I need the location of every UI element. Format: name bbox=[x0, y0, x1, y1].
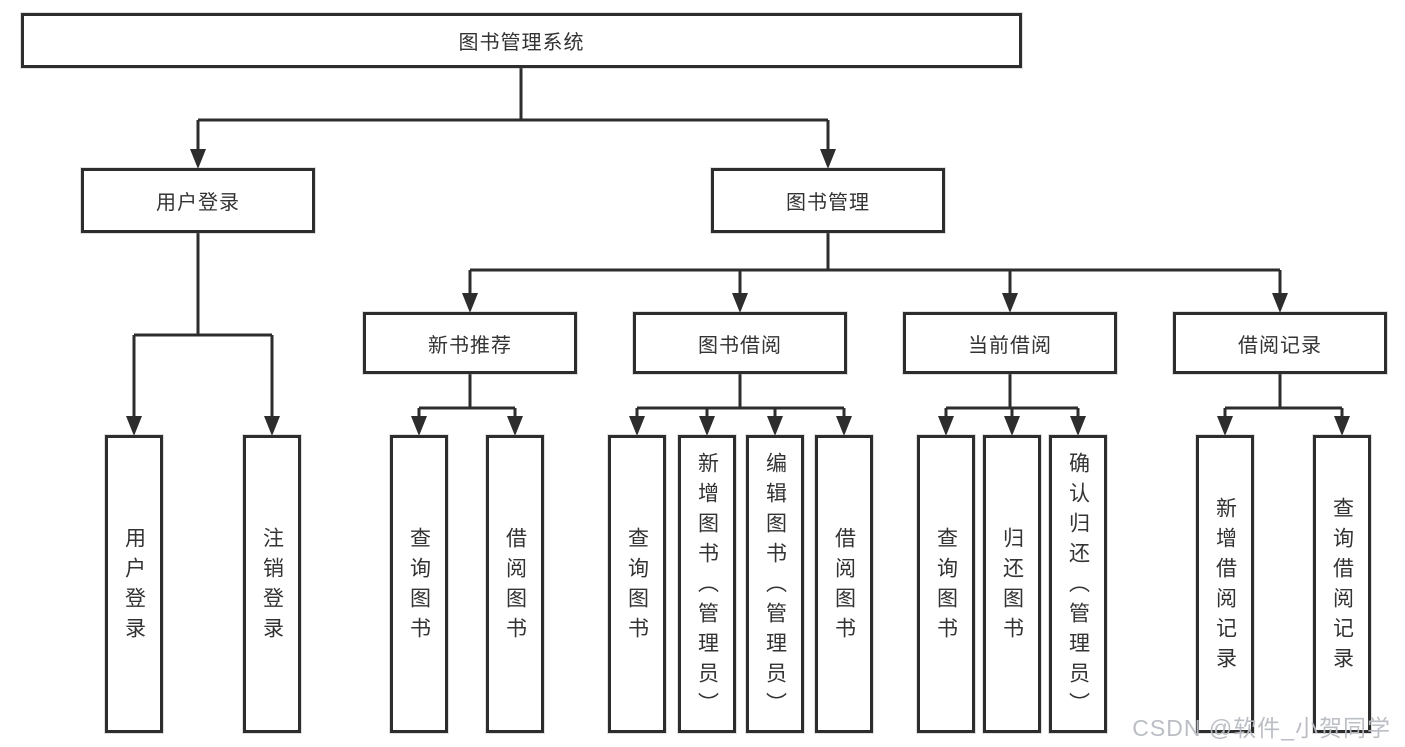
leaf-query-books-recommend: 查询图书 bbox=[390, 435, 448, 733]
arrowhead bbox=[411, 416, 427, 436]
leaf-edit-books-admin: 编辑图书（管理员） bbox=[746, 435, 804, 733]
csdn-watermark: CSDN @软件_小贺同学 bbox=[1132, 715, 1391, 741]
arrowhead bbox=[836, 416, 852, 436]
arrowhead bbox=[629, 416, 645, 436]
node-borrowing-records: 借阅记录 bbox=[1173, 312, 1387, 374]
node-current-borrowing: 当前借阅 bbox=[903, 312, 1117, 374]
node-new-book-recommend: 新书推荐 bbox=[363, 312, 577, 374]
leaf-return-books: 归还图书 bbox=[983, 435, 1041, 733]
arrowhead bbox=[1334, 416, 1350, 436]
arrowhead bbox=[732, 293, 748, 313]
arrowhead bbox=[699, 416, 715, 436]
arrowhead bbox=[820, 149, 836, 169]
node-library-system: 图书管理系统 bbox=[21, 13, 1022, 68]
arrowhead bbox=[1217, 416, 1233, 436]
arrowhead bbox=[1004, 416, 1020, 436]
leaf-query-books-borrowing: 查询图书 bbox=[608, 435, 666, 733]
leaf-add-borrow-record: 新增借阅记录 bbox=[1196, 435, 1254, 733]
leaf-confirm-return-admin: 确认归还（管理员） bbox=[1049, 435, 1107, 733]
leaf-query-books-current: 查询图书 bbox=[917, 435, 975, 733]
arrowhead bbox=[462, 293, 478, 313]
leaf-borrow-books: 借阅图书 bbox=[815, 435, 873, 733]
leaf-user-login: 用户登录 bbox=[105, 435, 163, 733]
node-book-borrowing: 图书借阅 bbox=[633, 312, 847, 374]
arrowhead bbox=[1002, 293, 1018, 313]
arrowhead bbox=[190, 149, 206, 169]
arrowhead bbox=[1272, 293, 1288, 313]
arrowhead bbox=[938, 416, 954, 436]
arrowhead bbox=[767, 416, 783, 436]
leaf-borrow-books-recommend: 借阅图书 bbox=[486, 435, 544, 733]
node-book-management: 图书管理 bbox=[711, 168, 945, 233]
arrowhead bbox=[264, 416, 280, 436]
arrowhead bbox=[507, 416, 523, 436]
arrowhead bbox=[1070, 416, 1086, 436]
node-user-login-group: 用户登录 bbox=[81, 168, 315, 233]
leaf-logout: 注销登录 bbox=[243, 435, 301, 733]
arrowhead bbox=[126, 416, 142, 436]
leaf-add-books-admin: 新增图书（管理员） bbox=[678, 435, 736, 733]
leaf-query-borrow-record: 查询借阅记录 bbox=[1313, 435, 1371, 733]
